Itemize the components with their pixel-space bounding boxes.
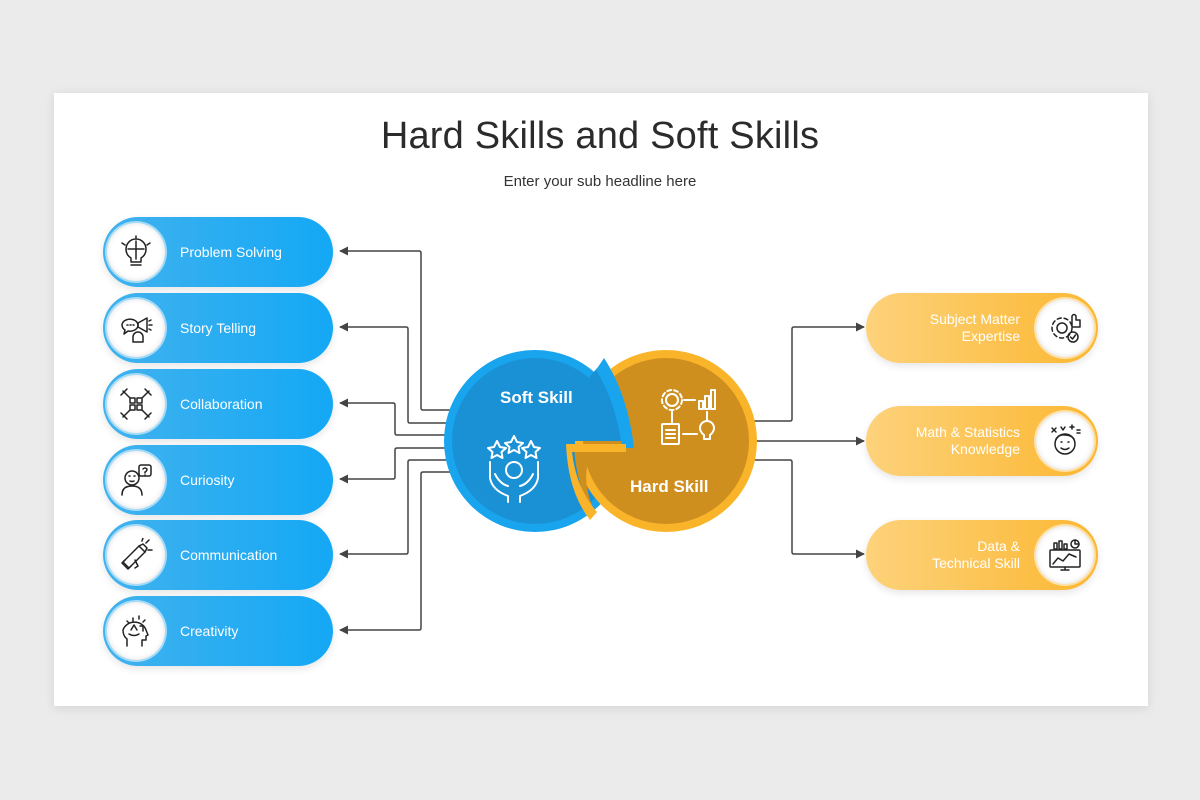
connector-story-telling [339,322,450,424]
hard-skill-item[interactable]: Data & Technical Skill [866,520,1098,590]
puzzle-bulb-icon [107,223,165,281]
skill-label-line1: Data & [977,538,1020,554]
page-title: Hard Skills and Soft Skills [380,115,820,157]
thinking-math-icon [1036,412,1094,470]
hard-skill-item[interactable]: Math & Statistics Knowledge [866,406,1098,476]
hard-skill-tab-edge [566,444,626,520]
skill-label-line2: Knowledge [950,441,1020,457]
skill-label-line2: Technical Skill [932,555,1020,571]
connector-data-technical [752,459,865,559]
skill-label: Creativity [180,622,239,639]
skill-label-line2: Expertise [961,328,1020,344]
speech-megaphone-icon [107,299,165,357]
connector-creativity [339,471,450,635]
skill-label-line1: Math & Statistics [915,424,1020,440]
connector-communication [339,459,450,559]
hands-puzzle-icon [107,375,165,433]
skill-label: Communication [180,546,278,563]
monitor-chart-icon [1036,526,1094,584]
soft-skill-tab-edge [596,358,634,448]
soft-skill-item[interactable]: Creativity [103,596,333,666]
gear-thumbs-up-icon [1036,299,1094,357]
person-question-icon [107,451,165,509]
skill-label: Problem Solving [180,243,282,260]
connector-subject-matter [752,322,865,422]
connector-curiosity [339,447,450,484]
soft-skill-item[interactable]: Story Telling [103,293,333,363]
skill-label: Subject Matter Expertise [876,293,1020,363]
connector-collaboration [339,398,450,436]
soft-skill-item[interactable]: Problem Solving [103,217,333,287]
connector-lines [339,246,865,635]
soft-skill-item[interactable]: Communication [103,520,333,590]
megaphone-icon [107,526,165,584]
skill-label: Math & Statistics Knowledge [876,406,1020,476]
skill-label-line1: Subject Matter [929,311,1020,327]
soft-skill-label: Soft Skill [500,388,573,407]
hard-skill-tab [574,448,626,515]
hands-stars-icon [487,435,541,503]
skill-label: Collaboration [180,395,263,412]
head-ideas-icon [107,602,165,660]
soft-skill-item[interactable]: Collaboration [103,369,333,439]
hard-skill-item[interactable]: Subject Matter Expertise [866,293,1098,363]
connector-problem-solving [339,246,450,411]
skill-label: Data & Technical Skill [876,520,1020,590]
page-subtitle: Enter your sub headline here [503,173,697,190]
soft-skill-item[interactable]: Curiosity [103,445,333,515]
skill-label: Curiosity [180,471,235,488]
soft-skill-tab [571,365,626,441]
skill-label: Story Telling [180,319,257,336]
gear-chart-bulb-icon [661,389,716,445]
hard-skill-label: Hard Skill [630,477,709,496]
